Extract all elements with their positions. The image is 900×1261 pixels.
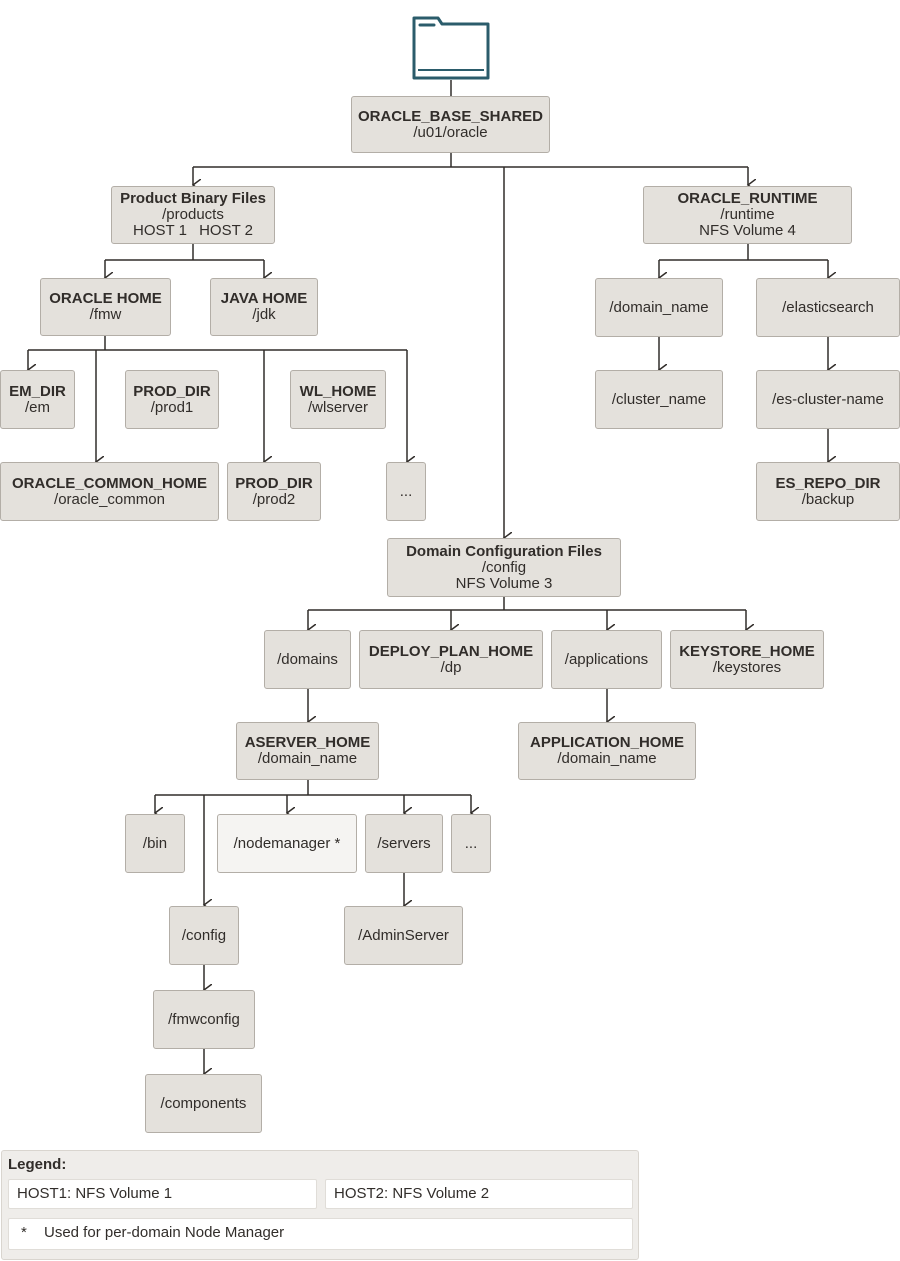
node-volume: NFS Volume 4 — [699, 222, 796, 239]
node-path: /oracle_common — [54, 490, 165, 508]
node-product-binary-files: Product Binary Files /products HOST 1 HO… — [111, 186, 275, 244]
node-prod-dir-2: PROD_DIR /prod2 — [227, 462, 321, 521]
node-application-home: APPLICATION_HOME /domain_name — [518, 722, 696, 780]
node-label: /components — [160, 1094, 247, 1112]
node-label: /cluster_name — [611, 390, 707, 408]
node-title: KEYSTORE_HOME — [679, 642, 815, 660]
node-title: PROD_DIR — [235, 474, 313, 492]
node-path: /config — [481, 558, 527, 576]
node-label: /nodemanager * — [233, 834, 341, 852]
node-oracle-base-shared: ORACLE_BASE_SHARED /u01/oracle — [351, 96, 550, 153]
node-path: /domain_name — [257, 750, 358, 767]
legend-star-symbol: * — [21, 1224, 27, 1241]
node-es-cluster-name: /es-cluster-name — [756, 370, 900, 429]
legend-host1: HOST1: NFS Volume 1 — [8, 1179, 317, 1209]
node-path: /prod2 — [252, 490, 296, 508]
node-title: ORACLE_RUNTIME — [677, 190, 818, 207]
node-fmwconfig: /fmwconfig — [153, 990, 255, 1049]
node-path: /jdk — [252, 306, 276, 323]
node-title: ORACLE HOME — [49, 290, 162, 307]
node-servers: /servers — [365, 814, 443, 873]
node-oracle-common-home: ORACLE_COMMON_HOME /oracle_common — [0, 462, 219, 521]
node-ellipsis-aserver: ... — [451, 814, 491, 873]
node-domain-configuration-files: Domain Configuration Files /config NFS V… — [387, 538, 621, 597]
legend-star-text: Used for per-domain Node Manager — [44, 1224, 285, 1241]
node-title: PROD_DIR — [133, 382, 211, 400]
node-label: /applications — [564, 650, 649, 668]
node-adminserver: /AdminServer — [344, 906, 463, 965]
folder-icon — [412, 16, 490, 80]
node-title: EM_DIR — [9, 382, 66, 400]
node-label: /AdminServer — [358, 926, 449, 944]
node-path: /dp — [440, 658, 462, 676]
node-bin: /bin — [125, 814, 185, 873]
node-label: /bin — [142, 834, 168, 852]
node-label: /es-cluster-name — [772, 390, 884, 408]
node-es-repo-dir: ES_REPO_DIR /backup — [756, 462, 900, 521]
legend: Legend: HOST1: NFS Volume 1 HOST2: NFS V… — [1, 1150, 639, 1260]
node-components: /components — [145, 1074, 262, 1133]
legend-host1-text: HOST1: NFS Volume 1 — [17, 1185, 173, 1202]
node-title: ES_REPO_DIR — [775, 474, 881, 492]
host-label: HOST 2 — [199, 222, 253, 239]
node-title: DEPLOY_PLAN_HOME — [368, 642, 534, 660]
node-label: /fmwconfig — [168, 1010, 240, 1028]
node-label: /servers — [377, 834, 431, 852]
node-path: /runtime — [720, 206, 775, 223]
node-path: /em — [24, 398, 50, 416]
node-path: /products — [162, 206, 224, 223]
node-cluster-name: /cluster_name — [595, 370, 723, 429]
node-label: /domains — [277, 650, 338, 668]
node-java-home: JAVA HOME /jdk — [210, 278, 318, 336]
node-path: /backup — [801, 490, 855, 508]
node-domains: /domains — [264, 630, 351, 689]
node-deploy-plan-home: DEPLOY_PLAN_HOME /dp — [359, 630, 543, 689]
node-title: Domain Configuration Files — [406, 542, 602, 560]
node-label: /domain_name — [609, 298, 709, 316]
node-title: Product Binary Files — [120, 190, 266, 207]
node-title: ORACLE_COMMON_HOME — [11, 474, 207, 492]
node-path: /u01/oracle — [413, 123, 488, 141]
node-label: /config — [181, 926, 227, 944]
node-elasticsearch: /elasticsearch — [756, 278, 900, 337]
node-path: /wlserver — [307, 398, 368, 416]
legend-title: Legend: — [8, 1156, 67, 1173]
legend-host2: HOST2: NFS Volume 2 — [325, 1179, 633, 1209]
node-keystore-home: KEYSTORE_HOME /keystores — [670, 630, 824, 689]
node-label: ... — [464, 834, 478, 852]
node-title: APPLICATION_HOME — [530, 734, 684, 751]
node-ellipsis-products: ... — [386, 462, 426, 521]
node-hosts: HOST 1 HOST 2 — [133, 223, 253, 239]
node-prod-dir-1: PROD_DIR /prod1 — [125, 370, 219, 429]
node-label: /elasticsearch — [782, 298, 874, 316]
host-label: HOST 1 — [133, 222, 187, 239]
node-title: JAVA HOME — [220, 290, 308, 307]
legend-host2-text: HOST2: NFS Volume 2 — [334, 1185, 490, 1202]
node-nodemanager: /nodemanager * — [217, 814, 357, 873]
node-volume: NFS Volume 3 — [455, 574, 553, 592]
node-path: /domain_name — [557, 750, 657, 767]
legend-star-note: * Used for per-domain Node Manager — [8, 1218, 633, 1250]
node-oracle-home: ORACLE HOME /fmw — [40, 278, 171, 336]
node-title: ORACLE_BASE_SHARED — [357, 107, 544, 125]
node-em-dir: EM_DIR /em — [0, 370, 75, 429]
node-domain-name-runtime: /domain_name — [595, 278, 723, 337]
node-aserver-home: ASERVER_HOME /domain_name — [236, 722, 379, 780]
node-title: WL_HOME — [299, 382, 377, 400]
node-oracle-runtime: ORACLE_RUNTIME /runtime NFS Volume 4 — [643, 186, 852, 244]
node-applications: /applications — [551, 630, 662, 689]
node-config: /config — [169, 906, 239, 965]
node-path: /fmw — [89, 306, 122, 323]
node-title: ASERVER_HOME — [244, 734, 371, 751]
node-path: /prod1 — [150, 398, 194, 416]
node-path: /keystores — [712, 658, 782, 676]
node-wl-home: WL_HOME /wlserver — [290, 370, 386, 429]
node-label: ... — [399, 482, 413, 500]
